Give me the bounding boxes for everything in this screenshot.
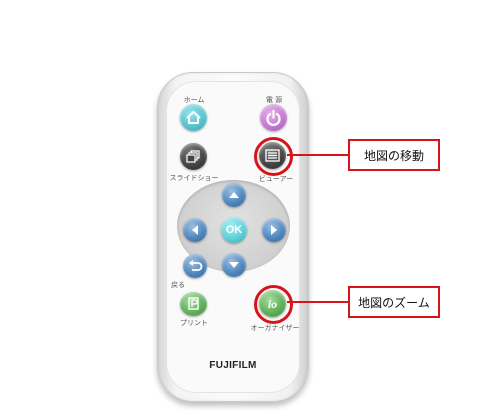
organizer-label: オーガナイザー: [250, 324, 300, 332]
slideshow-button[interactable]: [180, 143, 207, 170]
arrow-right-icon: [271, 225, 277, 235]
slideshow-label: スライドショー: [169, 174, 219, 182]
list-icon: [265, 149, 280, 162]
power-label: 電 源: [265, 96, 283, 104]
organizer-highlight-ring: [254, 285, 293, 324]
down-button[interactable]: [222, 253, 246, 277]
up-button[interactable]: [222, 183, 246, 207]
slideshow-icon: [186, 150, 200, 163]
viewer-highlight-ring: [254, 137, 293, 176]
move-callout: 地図の移動: [348, 139, 440, 171]
back-button[interactable]: [183, 254, 207, 278]
viewer-button[interactable]: [259, 142, 286, 169]
move-leader-line: [287, 154, 348, 156]
zoom-callout: 地図のズーム: [348, 286, 440, 318]
ok-label: OK: [225, 224, 243, 236]
print-button[interactable]: [180, 292, 207, 316]
arrow-up-icon: [229, 192, 239, 198]
arrow-left-icon: [192, 225, 198, 235]
home-button[interactable]: [180, 104, 207, 131]
left-button[interactable]: [183, 218, 207, 242]
power-icon: [266, 109, 281, 126]
power-button[interactable]: [260, 104, 287, 131]
home-icon: [186, 111, 201, 124]
home-label: ホーム: [183, 96, 205, 104]
back-label: 戻る: [171, 281, 185, 289]
arrow-down-icon: [229, 262, 239, 268]
print-icon: [188, 297, 199, 310]
zoom-leader-line: [287, 301, 348, 303]
brand-logo: FUJIFILM: [209, 360, 257, 371]
back-arrow-icon: [189, 260, 203, 271]
viewer-label: ビューアー: [258, 175, 294, 183]
organizer-button[interactable]: io: [259, 290, 286, 317]
print-label: プリント: [180, 319, 208, 327]
io-icon: io: [268, 297, 277, 311]
ok-button[interactable]: OK: [221, 217, 247, 243]
right-button[interactable]: [262, 218, 286, 242]
svg-text:io: io: [268, 297, 277, 311]
